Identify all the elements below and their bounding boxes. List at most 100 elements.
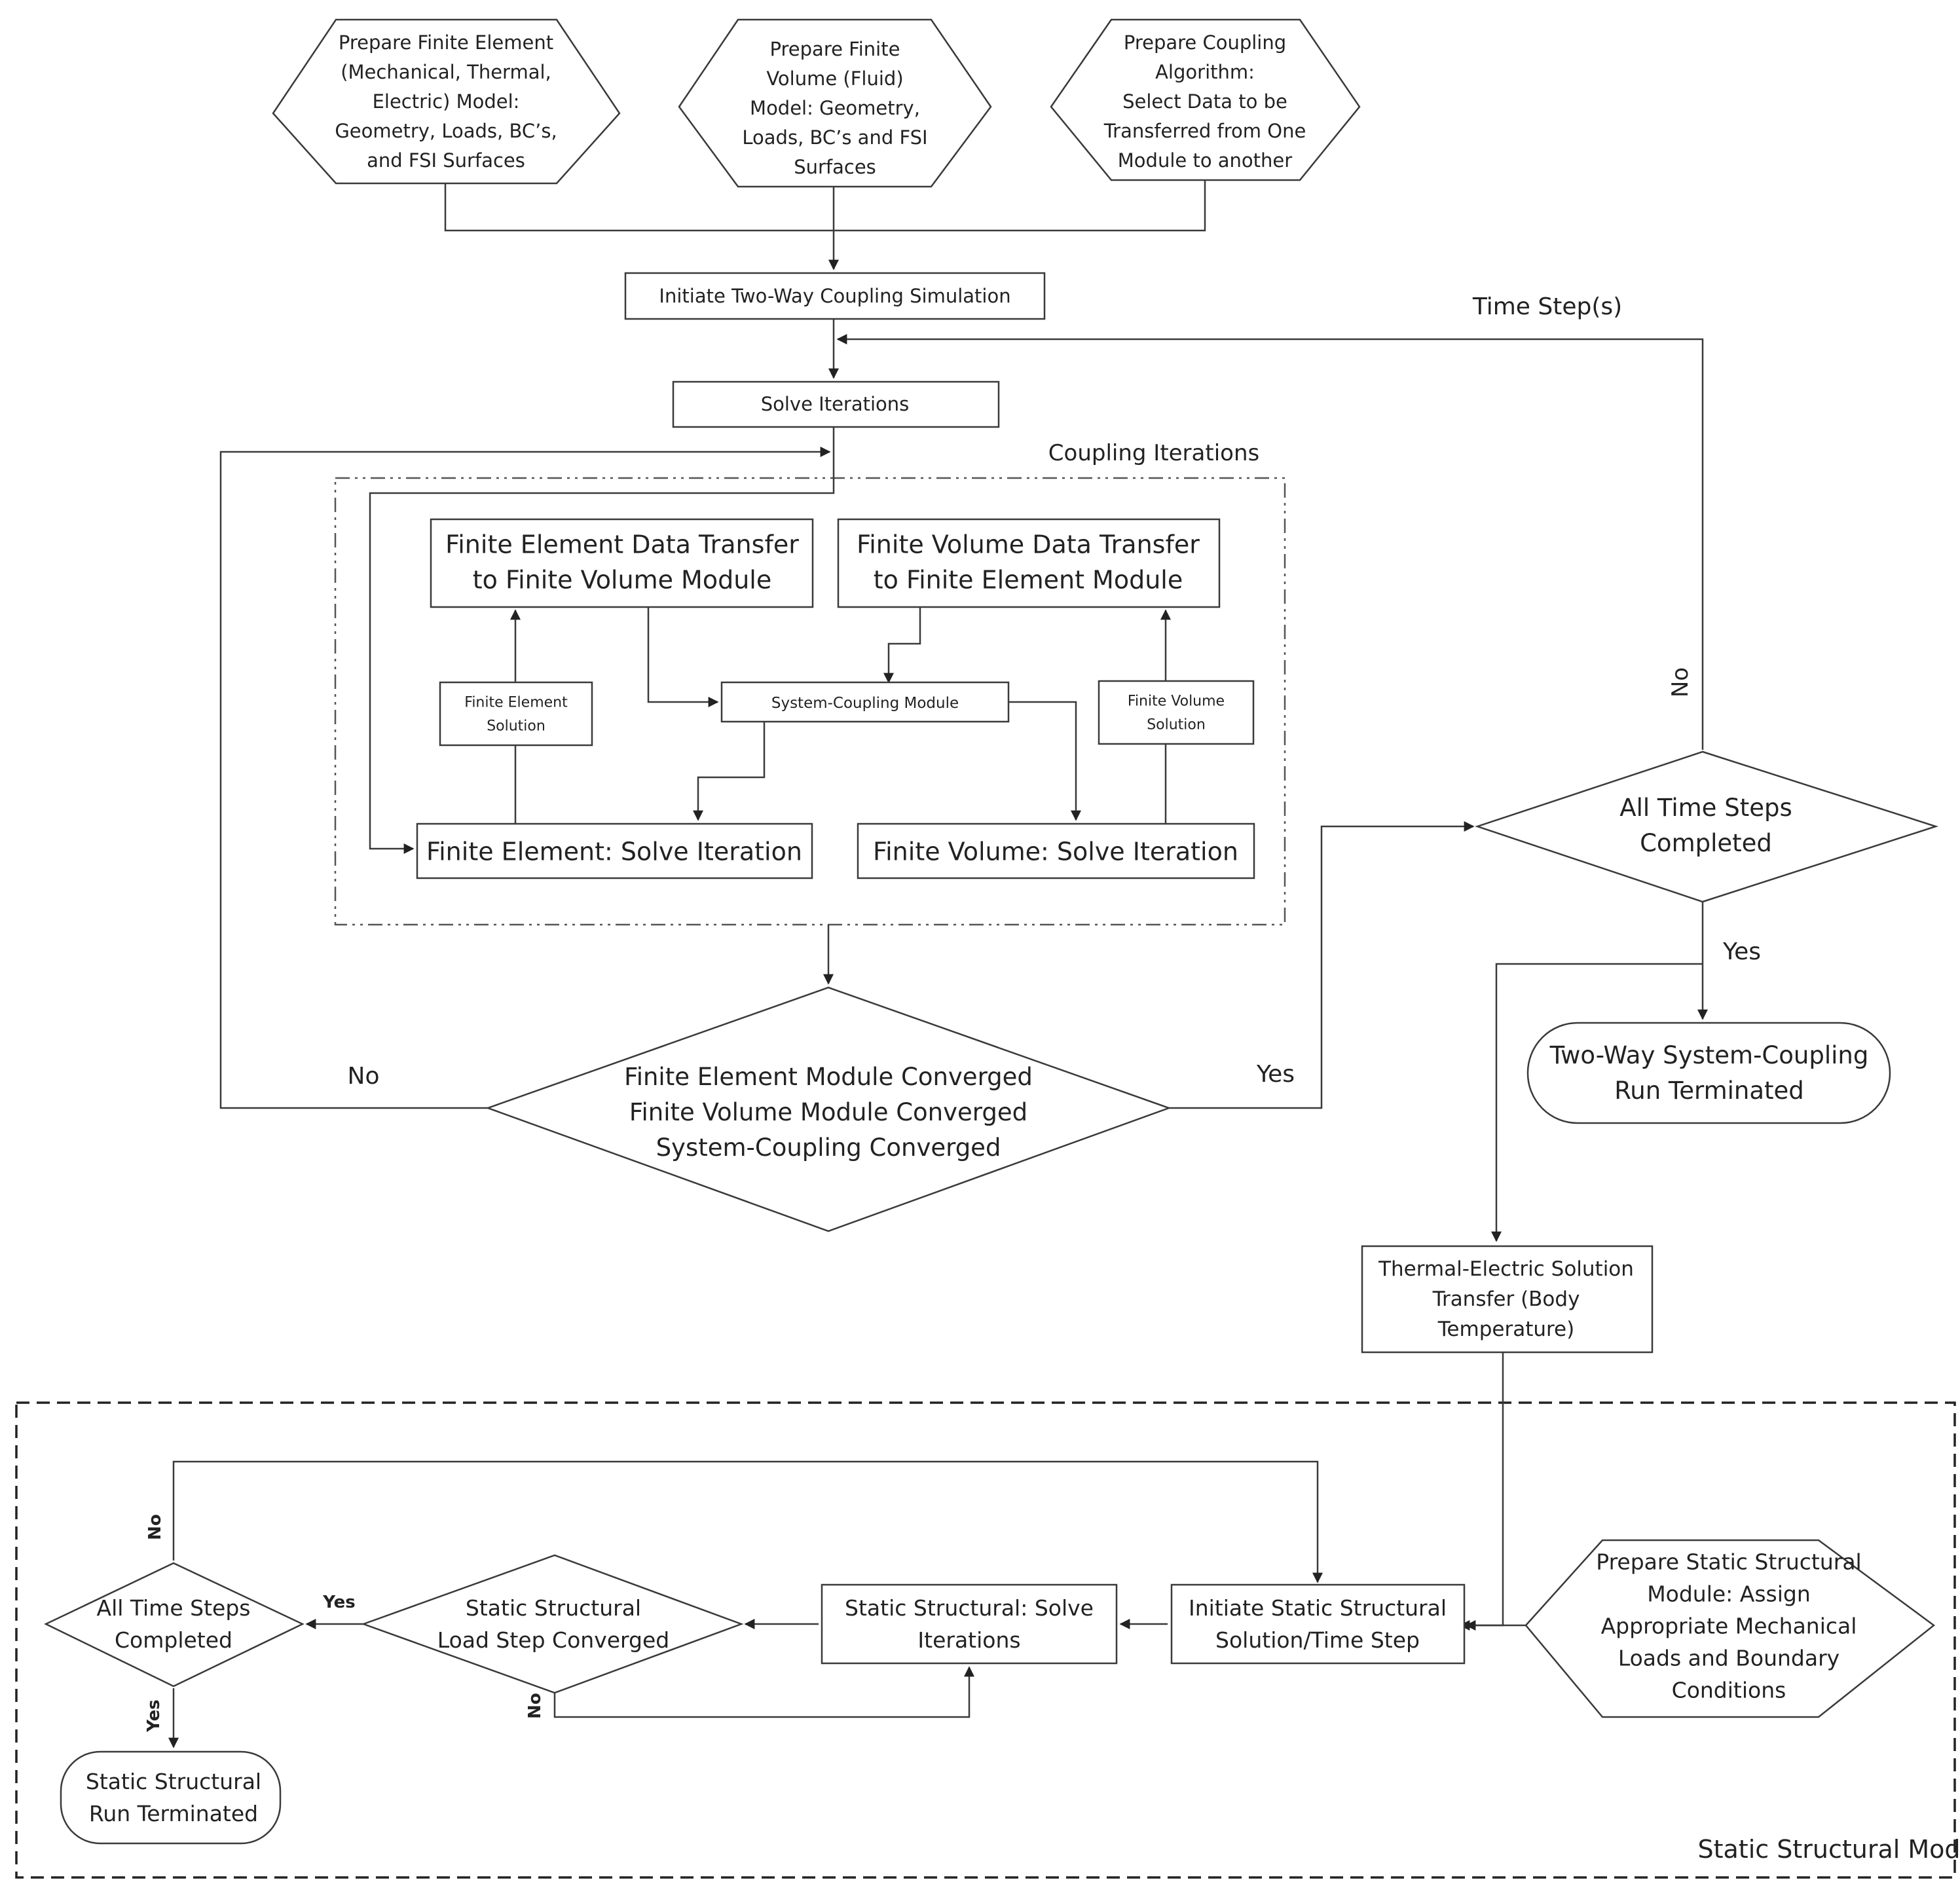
fv-transfer-box xyxy=(837,518,1221,608)
converged-text-line: System-Coupling Converged xyxy=(656,1134,1001,1162)
prep-fv-hexagon xyxy=(678,18,992,188)
prep-fe-text-line: Prepare Finite Element xyxy=(339,31,553,54)
static-solve-text-line: Static Structural: Solve xyxy=(845,1595,1094,1621)
fv-solution-text-line: Solution xyxy=(1147,717,1206,733)
solve-iterations-box xyxy=(672,380,1000,428)
all-steps-bottom-diamond xyxy=(44,1562,305,1688)
thermal-transfer-box xyxy=(1361,1245,1654,1354)
fe-transfer-box xyxy=(430,518,814,608)
branch-to-thermal xyxy=(1491,963,1703,1242)
fe-solution-text-line: Solution xyxy=(487,718,545,735)
prep-fe-text-line: and FSI Surfaces xyxy=(367,149,525,172)
yes-top-label: Yes xyxy=(1722,938,1761,965)
node-texts: Prepare Finite Element (Mechanical, Therm… xyxy=(86,31,1868,1826)
converged-text-line: Finite Element Module Converged xyxy=(624,1063,1033,1091)
terminated-top-text-line: Run Terminated xyxy=(1614,1077,1804,1105)
terminated-bottom-text-line: Run Terminated xyxy=(89,1801,258,1826)
prep-fe-text-line: (Mechanical, Thermal, xyxy=(341,61,551,83)
prep-static-text-line: Appropriate Mechanical xyxy=(1601,1614,1857,1639)
terminated-bottom-capsule xyxy=(60,1750,282,1845)
coupling-inner-loop xyxy=(369,478,835,854)
yes-to-all-steps xyxy=(1169,821,1475,1109)
yes-right-label: Yes xyxy=(1256,1061,1295,1088)
fe-solve-text-line: Finite Element: Solve Iteration xyxy=(426,837,802,866)
fv-transfer-text-line: Finite Volume Data Transfer xyxy=(857,530,1200,559)
all-steps-top-text-line: All Time Steps xyxy=(1619,794,1792,822)
system-to-fv-solve xyxy=(1008,701,1081,821)
fe-solution-box xyxy=(439,681,593,747)
time-steps-loop xyxy=(836,334,1704,750)
fv-solve-text-line: Finite Volume: Solve Iteration xyxy=(873,837,1238,866)
terminated-top-capsule xyxy=(1526,1022,1891,1124)
prep-fv-text-line: Prepare Finite xyxy=(770,38,900,60)
time-steps-label: Time Step(s) xyxy=(1472,293,1622,320)
all-steps-top-text-line: Completed xyxy=(1640,829,1772,857)
no-loop-left xyxy=(219,447,831,1109)
prep-coupling-text-line: Select Data to be xyxy=(1122,90,1287,113)
initiate-text-line: Initiate Two-Way Coupling Simulation xyxy=(659,285,1010,307)
fv-solve-box xyxy=(857,822,1255,879)
prep-fe-text-line: Electric) Model: xyxy=(373,90,520,113)
prep-coupling-text-line: Algorithm: xyxy=(1155,61,1255,83)
fe-solution-text-line: Finite Element xyxy=(464,695,568,711)
thermal-to-init-static xyxy=(1459,1352,1504,1631)
no-bottom-top-label: No xyxy=(145,1514,165,1540)
initiate-box xyxy=(624,272,1046,320)
prep-fe-text-line: Geometry, Loads, BC’s, xyxy=(335,120,557,142)
prep-coupling-text-line: Module to another xyxy=(1118,149,1292,172)
coupling-iterations-label: Coupling Iterations xyxy=(1048,440,1259,466)
prep-fv-text-line: Surfaces xyxy=(794,156,876,178)
fv-transfer-text-line: to Finite Element Module xyxy=(874,565,1183,594)
prep-coupling-text-line: Transferred from One xyxy=(1103,120,1306,142)
fv-transfer-to-system xyxy=(883,607,921,684)
load-converged-text-line: Load Step Converged xyxy=(437,1627,669,1653)
load-converged-diamond xyxy=(361,1554,744,1694)
prep-coupling-text-line: Prepare Coupling xyxy=(1124,31,1286,54)
fe-transfer-text-line: Finite Element Data Transfer xyxy=(445,530,799,559)
thermal-transfer-text-line: Thermal-Electric Solution xyxy=(1378,1257,1634,1281)
terminated-top-text-line: Two-Way System-Coupling xyxy=(1549,1041,1869,1069)
bottom-no-loop xyxy=(172,1460,1323,1583)
connectors xyxy=(168,180,1708,1748)
all-steps-bottom-text-line: Completed xyxy=(115,1627,232,1653)
fv-solution-text-line: Finite Volume xyxy=(1128,693,1225,710)
prep-fv-text-line: Loads, BC’s and FSI xyxy=(742,126,927,149)
no-left-label: No xyxy=(348,1063,380,1090)
no-bottom-loop-label: No xyxy=(525,1693,545,1719)
fe-solve-box xyxy=(416,822,813,879)
no-vertical-label: No xyxy=(1667,667,1693,697)
sys-module-text-line: System-Coupling Module xyxy=(771,695,959,712)
prep-fe-hexagon xyxy=(272,18,621,185)
all-steps-bottom-text-line: All Time Steps xyxy=(97,1595,251,1621)
init-static-box xyxy=(1170,1583,1466,1665)
prep-static-text-line: Prepare Static Structural xyxy=(1596,1549,1861,1575)
init-static-text-line: Initiate Static Structural xyxy=(1189,1595,1447,1621)
static-model-label: Static Structural Model xyxy=(1698,1835,1960,1864)
prep-static-text-line: Loads and Boundary xyxy=(1618,1646,1840,1671)
yes-bottom-down-label: Yes xyxy=(144,1699,164,1733)
load-no-loop xyxy=(553,1666,974,1718)
fv-solution-box xyxy=(1098,680,1255,745)
system-to-fe-solve xyxy=(693,722,766,821)
coupling-iterations-frame xyxy=(334,477,1286,926)
fe-transfer-text-line: to Finite Volume Module xyxy=(473,565,771,594)
load-converged-text-line: Static Structural xyxy=(466,1595,641,1621)
static-structural-model-frame xyxy=(15,1401,1956,1879)
prep-static-text-line: Conditions xyxy=(1672,1678,1786,1703)
prep-coupling-hexagon xyxy=(1050,18,1361,181)
system-coupling-box xyxy=(720,681,1010,723)
static-solve-text-line: Iterations xyxy=(917,1627,1020,1653)
all-steps-top-diamond xyxy=(1475,750,1939,903)
solve-iter-text-line: Solve Iterations xyxy=(761,393,910,415)
prep-fv-text-line: Volume (Fluid) xyxy=(766,67,903,90)
prep-static-hexagon xyxy=(1525,1539,1936,1718)
prep-fv-text-line: Model: Geometry, xyxy=(750,97,920,119)
thermal-transfer-text-line: Temperature) xyxy=(1437,1318,1574,1341)
static-solve-box xyxy=(821,1583,1118,1665)
converged-diamond xyxy=(485,986,1172,1232)
thermal-transfer-text-line: Transfer (Body xyxy=(1432,1287,1580,1311)
init-static-text-line: Solution/Time Step xyxy=(1215,1627,1420,1653)
yes-bottom-mid-label: Yes xyxy=(322,1593,356,1612)
connector-prep-fe xyxy=(444,180,1206,232)
